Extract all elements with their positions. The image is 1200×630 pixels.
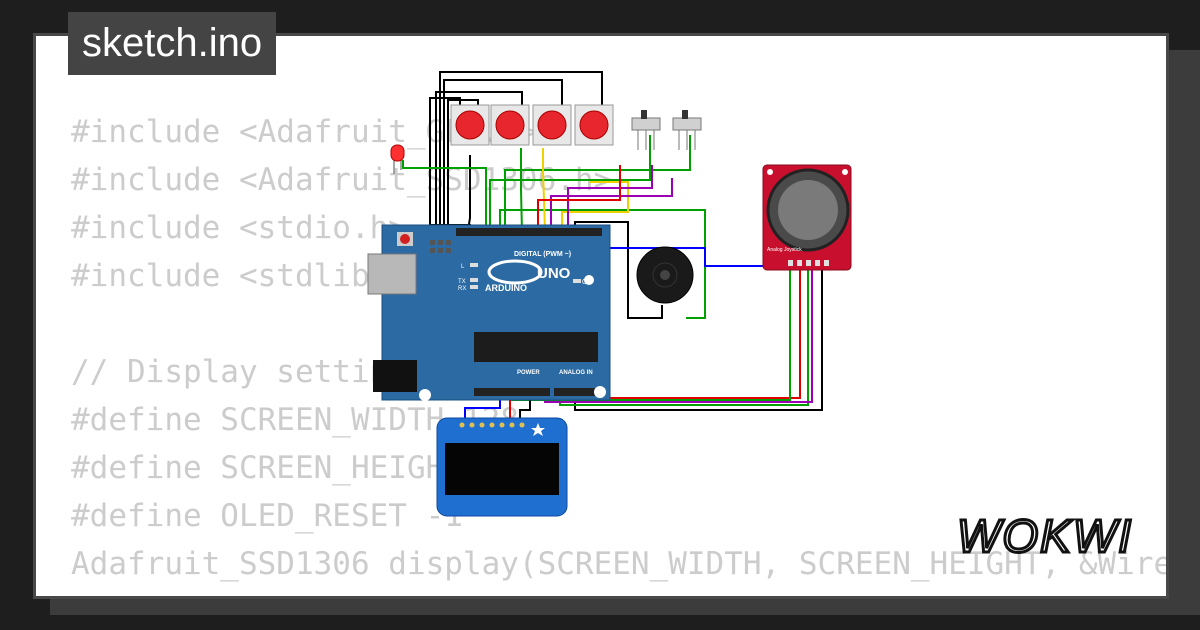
pushbutton-4[interactable] <box>574 104 614 146</box>
buzzer[interactable] <box>636 246 694 304</box>
joystick-label: Analog Joystick <box>767 247 802 253</box>
wire-black <box>443 79 563 232</box>
wire-green <box>402 160 487 232</box>
led-l-label: L <box>461 264 465 270</box>
led-tx-label: TX <box>458 279 466 285</box>
power-jack <box>373 360 417 392</box>
wire-green <box>504 135 691 232</box>
wire-black <box>447 99 479 232</box>
atmega-chip <box>474 332 598 362</box>
power-header <box>474 388 550 396</box>
wire-green <box>489 135 651 232</box>
reset-button <box>400 234 410 244</box>
led-red[interactable] <box>390 144 405 174</box>
analog-joystick[interactable]: Analog Joystick <box>762 164 852 271</box>
power-label: POWER <box>517 370 540 376</box>
usb-port <box>367 253 417 295</box>
slide-switch-2[interactable] <box>672 110 702 150</box>
wire-black <box>574 221 663 319</box>
digital-header <box>456 228 602 236</box>
board-brand: ARDUINO <box>485 283 527 293</box>
pushbutton-1[interactable] <box>450 104 490 146</box>
code-line: #define OLED_RESET -1 <box>71 498 463 534</box>
board-model: UNO <box>537 265 571 282</box>
wire-yellow <box>542 148 546 233</box>
wire-purple <box>567 165 653 232</box>
logo-text: WOKWI <box>957 510 1133 562</box>
wire-black <box>467 155 471 231</box>
pushbutton-2[interactable] <box>490 104 530 146</box>
oled-screen <box>445 443 559 495</box>
file-name-tab: sketch.ino <box>68 12 277 75</box>
wire-black <box>435 91 523 232</box>
led-rx-label: RX <box>458 286 466 292</box>
wire-red <box>537 165 621 232</box>
arduino-uno[interactable]: UNO ARDUINO DIGITAL (PWM ~) POWER ANALOG… <box>367 224 611 401</box>
oled-display[interactable] <box>436 417 568 517</box>
wire-yellow <box>561 181 629 232</box>
wire-black <box>519 392 531 418</box>
code-line: #include <stdio.h> <box>71 210 407 246</box>
code-line: Adafruit_SSD1306 display(SCREEN_WIDTH, S… <box>71 546 1166 582</box>
wokwi-logo: WOKWI <box>955 509 1133 564</box>
wire-green <box>520 148 523 233</box>
digital-label: DIGITAL (PWM ~) <box>514 251 571 258</box>
analog-label: ANALOG IN <box>559 370 593 376</box>
slide-switch-1[interactable] <box>631 110 661 150</box>
wire-black <box>574 268 823 411</box>
wire-green <box>499 209 706 319</box>
wire-black <box>439 71 603 232</box>
analog-header <box>554 388 602 396</box>
pushbutton-3[interactable] <box>532 104 572 146</box>
wire-purple <box>550 178 673 232</box>
